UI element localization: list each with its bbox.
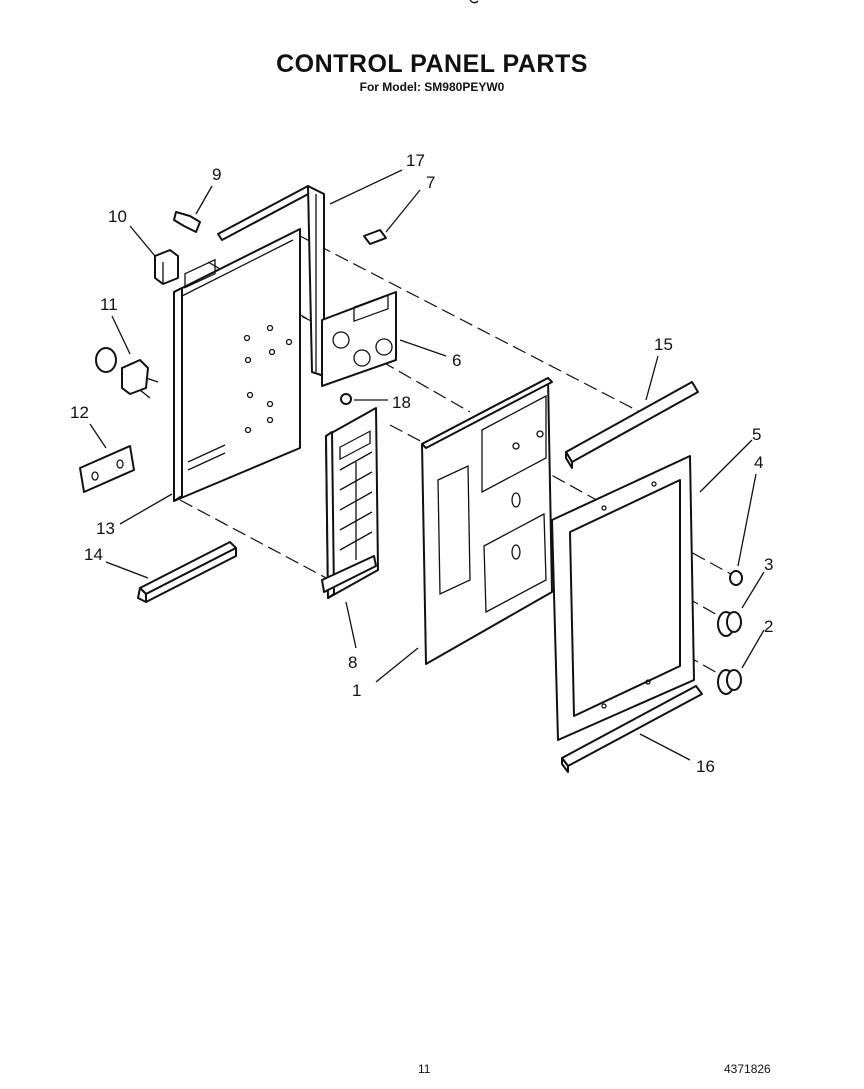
part-12-plate — [79, 445, 135, 493]
part-3-knob — [717, 611, 742, 637]
document-number: 4371826 — [724, 1062, 771, 1076]
callout-7: 7 — [426, 173, 435, 192]
callout-5: 5 — [752, 425, 761, 444]
page-title: CONTROL PANEL PARTS — [276, 50, 588, 78]
part-2-knob — [717, 669, 742, 695]
part-4-knob-small — [729, 570, 743, 586]
part-1-front-panel — [421, 377, 553, 665]
part-6-control-board — [321, 291, 397, 387]
part-14-bracket — [137, 541, 237, 603]
model-subtitle: For Model: SM980PEYW0 — [359, 80, 505, 94]
leader-lines — [89, 169, 765, 761]
callout-labels: 1 2 3 4 5 6 7 8 9 10 11 12 13 14 15 16 1… — [70, 151, 773, 776]
top-mark — [469, 0, 479, 4]
part-18-nut — [340, 393, 352, 405]
callout-15: 15 — [654, 335, 673, 354]
part-5-frame — [551, 455, 695, 741]
part-15-trim-top — [565, 381, 699, 469]
callout-4: 4 — [754, 453, 763, 472]
callout-17: 17 — [406, 151, 425, 170]
callout-13: 13 — [96, 519, 115, 538]
part-16-trim-bottom — [561, 685, 703, 773]
page-number: 11 — [418, 1062, 431, 1076]
callout-18: 18 — [392, 393, 411, 412]
part-8-keypad — [321, 407, 379, 599]
callout-9: 9 — [212, 165, 221, 184]
callout-16: 16 — [696, 757, 715, 776]
callout-14: 14 — [84, 545, 103, 564]
callout-8: 8 — [348, 653, 357, 672]
part-9-lamp — [173, 211, 201, 233]
callout-12: 12 — [70, 403, 89, 422]
part-7-clip — [363, 229, 387, 245]
part-13-mounting-plate — [173, 228, 301, 502]
callout-1: 1 — [352, 681, 361, 700]
part-11-sensor — [95, 347, 159, 399]
callout-11: 11 — [100, 295, 118, 314]
callout-3: 3 — [764, 555, 773, 574]
callout-6: 6 — [452, 351, 461, 370]
part-10-switch — [154, 249, 179, 285]
callout-10: 10 — [108, 207, 127, 226]
callout-2: 2 — [764, 617, 773, 636]
